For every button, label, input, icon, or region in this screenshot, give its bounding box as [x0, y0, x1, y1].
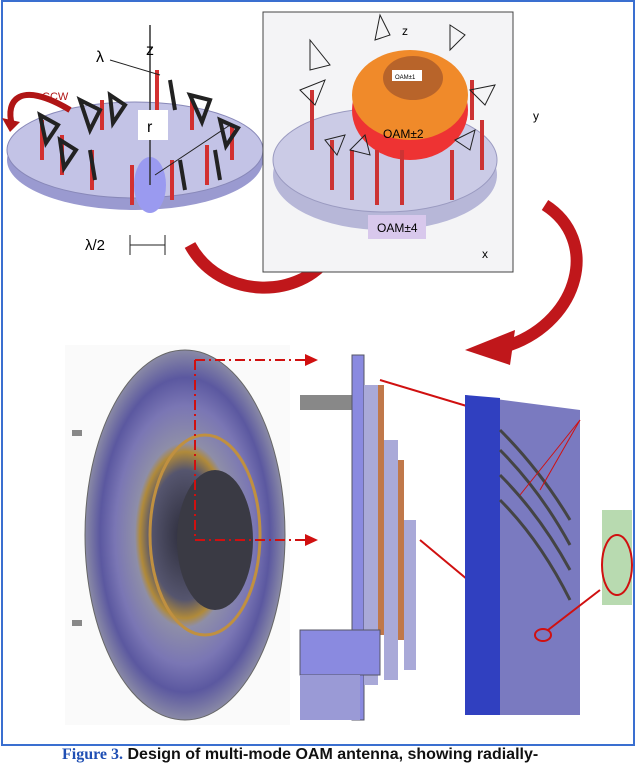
circular-array-diagram: z λ r λ/2 CCW [2, 25, 264, 255]
x-label: x [482, 247, 488, 261]
ccw-label: CCW [42, 91, 69, 103]
antenna-cross-section [299, 354, 481, 721]
ccw-arrow [7, 91, 72, 126]
lambda-label: λ [96, 49, 104, 66]
middle-ring-label: OAM±2 [383, 127, 424, 141]
lambda-dimension [109, 59, 161, 76]
half-lambda-label: λ/2 [85, 237, 105, 254]
inner-ring-label: OAM±1 [395, 75, 416, 81]
figure-frame [1, 0, 635, 746]
z-label-right: z [402, 24, 408, 38]
transition-arrow-2 [507, 199, 583, 351]
z-label: z [146, 42, 154, 59]
antenna-detail-zoom [465, 395, 633, 715]
outer-ring-label-box [368, 215, 426, 239]
r-label: r [147, 119, 153, 136]
caption-label: Figure 3. [62, 746, 124, 763]
y-label: y [533, 109, 539, 123]
antenna-3d-view [65, 345, 318, 725]
multi-ring-panel: z y x OAM±1 OAM±2 OAM±4 [262, 11, 539, 273]
detail-inset [602, 510, 632, 605]
outer-ring-label: OAM±4 [377, 221, 418, 235]
figure-caption: Figure 3. Design of multi-mode OAM anten… [62, 746, 538, 764]
caption-text: Design of multi-mode OAM antenna, showin… [127, 746, 539, 763]
